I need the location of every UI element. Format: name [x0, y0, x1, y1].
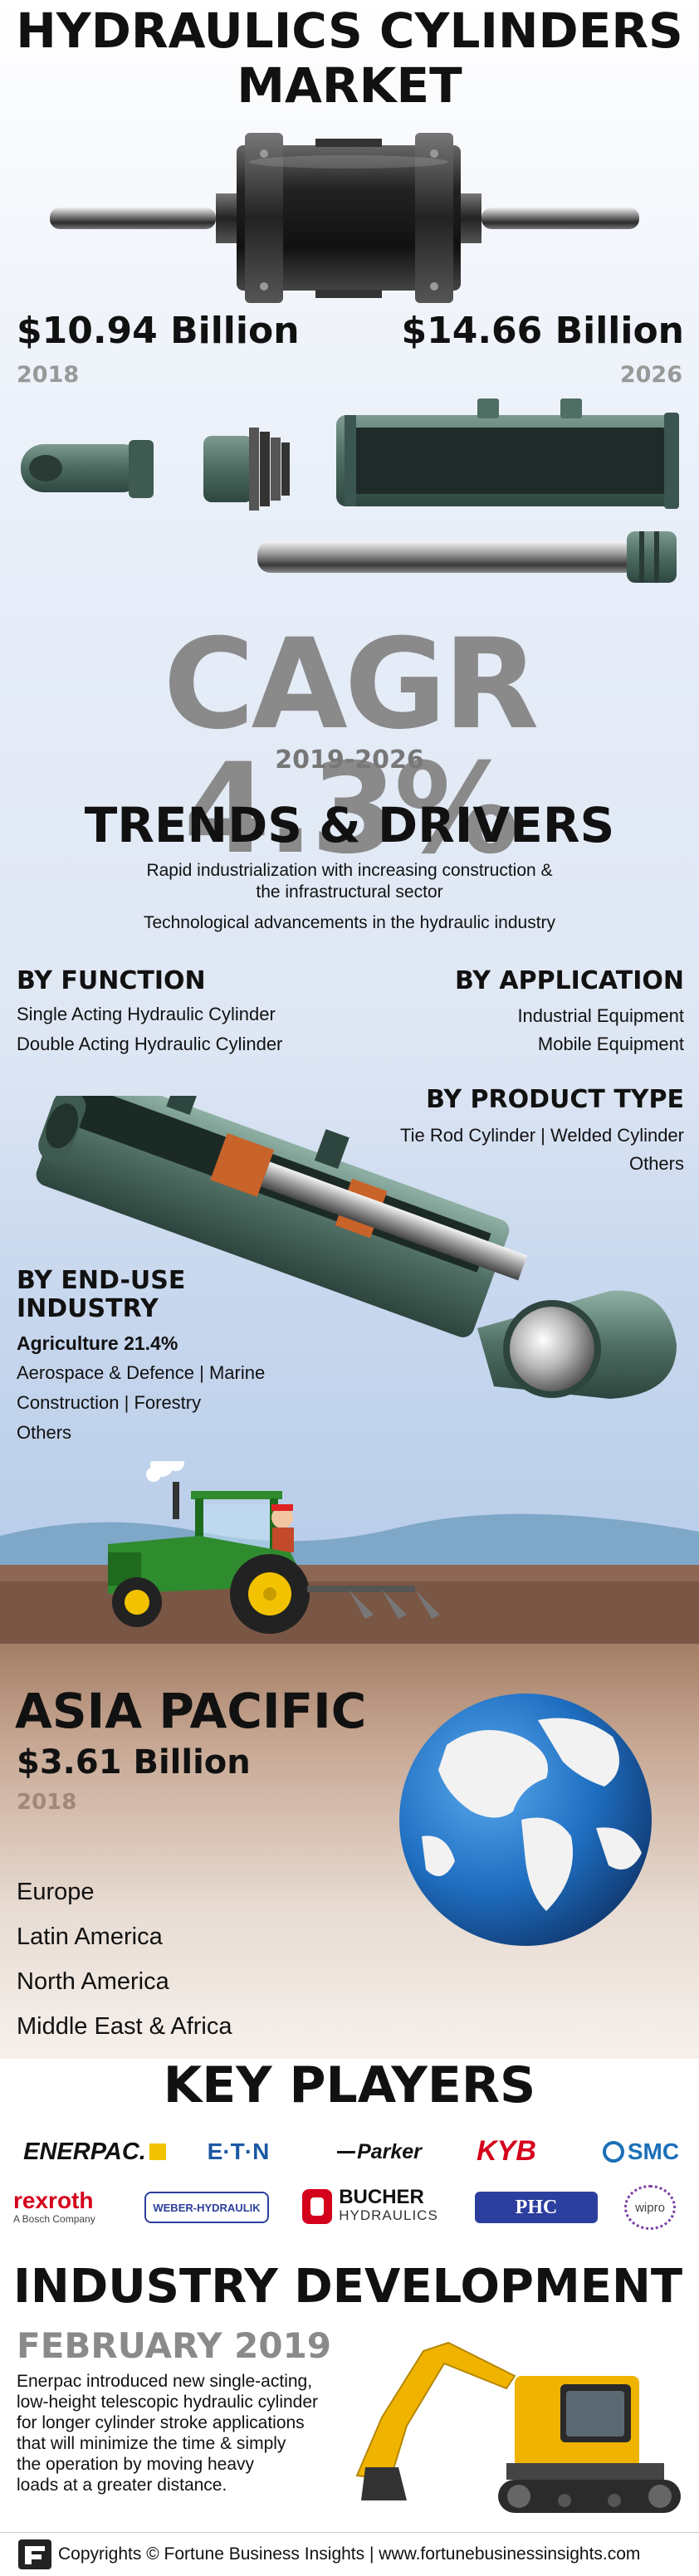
excavator-bucket — [361, 2467, 407, 2500]
piston-seal-copper — [210, 1132, 275, 1197]
cylinder-parts-illustration — [21, 398, 679, 583]
parker-logo-text: Parker — [357, 2139, 422, 2163]
phc-logo: PHC — [475, 2192, 598, 2223]
trends-title: TRENDS & DRIVERS — [84, 797, 615, 853]
tractor — [108, 1491, 440, 1634]
development-line-1: Enerpac introduced new single-acting, — [17, 2372, 313, 2391]
enerpac-logo-text: ENERPAC. — [23, 2138, 146, 2165]
enerpac-logo: ENERPAC. — [12, 2134, 178, 2170]
region-section: ASIA PACIFIC $3.61 Billion 2018 Europe L… — [0, 1644, 699, 2059]
end-cap-left — [245, 133, 283, 303]
hydraulic-cylinder-hero-illustration — [50, 133, 639, 303]
farm-scene — [0, 1454, 699, 1644]
cylinder-barrel — [237, 145, 461, 291]
product-type-line-2: Others — [628, 1153, 684, 1174]
smc-logo-text: SMC — [627, 2139, 680, 2164]
development-line-4: that will minimize the time & simply — [17, 2434, 286, 2453]
rexroth-logo: rexroth A Bosch Company — [13, 2183, 130, 2230]
tractor-illustration — [0, 1454, 699, 1644]
bucher-mark — [302, 2189, 333, 2224]
excavator-tracks — [498, 2480, 681, 2513]
region-item-europe: Europe — [17, 1879, 95, 1905]
rexroth-logo-subtext: A Bosch Company — [13, 2213, 95, 2225]
piston-rod-part — [257, 531, 677, 583]
smc-mark — [602, 2141, 624, 2163]
wipro-logo: wipro — [624, 2185, 676, 2230]
cylinder-cutaway-illustration — [36, 1096, 677, 1399]
industry-development-date: FEBRUARY 2019 — [17, 2325, 332, 2366]
rod-end-eye — [477, 1290, 677, 1399]
market-year-2026: 2026 — [619, 362, 682, 388]
by-product-type-title: BY PRODUCT TYPE — [426, 1085, 684, 1114]
end-use-line-2: Construction | Forestry — [17, 1392, 202, 1413]
barrel-part — [336, 398, 679, 509]
smoke-puffs — [146, 1454, 184, 1482]
globe-icon — [399, 1694, 652, 1946]
leading-region-year: 2018 — [17, 1790, 77, 1815]
parker-dash — [337, 2150, 356, 2153]
key-players-title: KEY PLAYERS — [163, 2056, 536, 2114]
footer-copyright: Copyrights © Fortune Business Insights |… — [58, 2544, 641, 2564]
industry-development-title: INDUSTRY DEVELOPMENT — [13, 2260, 683, 2314]
cagr-period: 2019-2026 — [275, 745, 424, 775]
top-section: HYDRAULICS CYLINDERS MARKET $10.94 Billi… — [0, 0, 699, 1029]
kyb-logo: KYB — [477, 2134, 536, 2167]
excavator-illustration — [355, 2341, 681, 2513]
function-item-1: Single Acting Hydraulic Cylinder — [17, 1004, 276, 1024]
bucher-logo-subtext: HYDRAULICS — [339, 2207, 438, 2223]
parker-logo: Parker — [325, 2134, 433, 2170]
end-use-line-1: Aerospace & Defence | Marine — [17, 1362, 266, 1383]
farmer-head — [271, 1507, 293, 1528]
bucher-hydraulics-logo: BUCHER HYDRAULICS — [296, 2183, 445, 2230]
end-use-highlight: Agriculture 21.4% — [17, 1332, 178, 1354]
by-end-use-title-line-1: BY END-USE — [17, 1266, 186, 1295]
rexroth-logo-text: rexroth — [13, 2187, 94, 2213]
function-item-2: Double Acting Hydraulic Cylinder — [17, 1034, 283, 1054]
clevis-part — [21, 440, 154, 498]
cagr-value: CAGR 4.3% — [163, 613, 540, 882]
piston-rod-left — [50, 208, 216, 229]
development-line-5: the operation by moving heavy — [17, 2455, 255, 2474]
market-value-2018: $10.94 Billion — [17, 310, 300, 352]
end-cap-right — [415, 133, 453, 303]
application-item-1: Industrial Equipment — [517, 1005, 684, 1026]
exhaust-pipe — [173, 1482, 179, 1519]
development-line-2: low-height telescopic hydraulic cylinder — [17, 2393, 319, 2412]
bucher-logo-text: BUCHER — [339, 2186, 424, 2208]
development-line-6: loads at a greater distance. — [17, 2476, 227, 2495]
piston-rod-right — [481, 208, 639, 229]
market-value-2026: $14.66 Billion — [401, 310, 684, 352]
by-end-use-title-line-2: INDUSTRY — [17, 1294, 159, 1323]
by-application-title: BY APPLICATION — [454, 966, 684, 995]
trend-item-1-line-2: the infrastructural sector — [256, 882, 443, 902]
region-item-north-america: North America — [17, 1968, 169, 1995]
by-function-title: BY FUNCTION — [17, 966, 206, 995]
region-item-mea: Middle East & Africa — [17, 2013, 232, 2040]
gland-part — [203, 428, 290, 511]
key-players-section: KEY PLAYERS ENERPAC. E·T·N Parker KYB SM… — [0, 2059, 699, 2532]
enerpac-mark — [149, 2143, 166, 2160]
fortune-logo-icon — [18, 2539, 51, 2569]
weber-hydraulik-logo: WEBER-HYDRAULIK — [144, 2192, 269, 2223]
smc-logo: SMC — [591, 2134, 691, 2170]
market-year-2018: 2018 — [17, 362, 80, 388]
plough-bar — [307, 1586, 415, 1592]
leading-region-title: ASIA PACIFIC — [15, 1683, 367, 1739]
development-line-3: for longer cylinder stroke applications — [17, 2413, 305, 2432]
end-use-line-3: Others — [17, 1422, 72, 1443]
leading-region-value: $3.61 Billion — [17, 1743, 251, 1782]
application-item-2: Mobile Equipment — [537, 1034, 684, 1054]
trend-item-1-line-1: Rapid industrialization with increasing … — [146, 861, 553, 880]
title-line-2: MARKET — [237, 57, 462, 114]
eaton-logo: E·T·N — [207, 2139, 270, 2164]
title-line-1: HYDRAULICS CYLINDERS — [16, 2, 683, 59]
trend-item-2: Technological advancements in the hydrau… — [143, 913, 556, 932]
product-type-line-1: Tie Rod Cylinder | Welded Cylinder — [400, 1125, 684, 1146]
region-item-latin-america: Latin America — [17, 1923, 163, 1950]
footer: Copyrights © Fortune Business Insights |… — [0, 2532, 699, 2576]
